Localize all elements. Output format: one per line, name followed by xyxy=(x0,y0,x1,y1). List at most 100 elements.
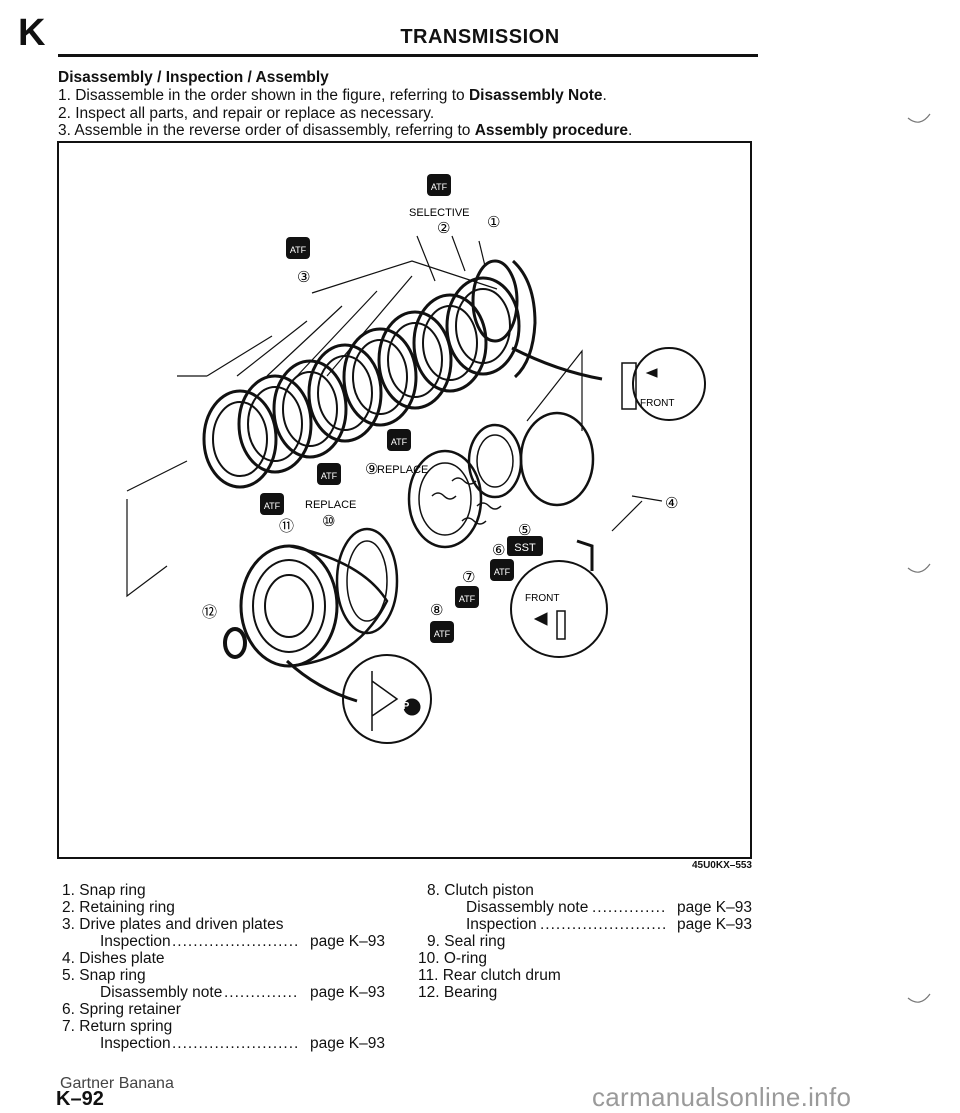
page-number: K–92 xyxy=(56,1088,104,1110)
list-name: Snap ring xyxy=(79,882,146,899)
callout-5: ⑤ xyxy=(518,521,531,539)
list-item: 3. Drive plates and driven plates xyxy=(62,917,283,933)
atf-badge-1-text: ATF xyxy=(431,182,448,192)
list-name: Snap ring xyxy=(79,967,146,984)
atf-badge-8-text: ATF xyxy=(434,629,451,639)
list-num: 1. xyxy=(62,882,75,899)
figure-frame xyxy=(57,141,752,859)
list-sub-item: Inspection xyxy=(100,1035,171,1052)
list-name: Rear clutch drum xyxy=(442,967,561,984)
figure-code: 45U0KX–553 xyxy=(691,860,752,871)
list-name: Spring retainer xyxy=(79,1001,181,1018)
list-item: 10. O-ring xyxy=(418,951,487,967)
list-name: Drive plates and driven plates xyxy=(79,916,284,933)
section-letter: K xyxy=(18,12,46,54)
step-1-text: 1. Disassemble in the order shown in the… xyxy=(58,87,469,104)
list-name: O-ring xyxy=(443,950,487,967)
bearing xyxy=(223,627,247,659)
atf-badge-7-text: ATF xyxy=(459,594,476,604)
list-item: 6. Spring retainer xyxy=(62,1002,181,1018)
disassembly-note-ref: Disassembly Note xyxy=(468,87,603,104)
list-name: Return spring xyxy=(79,1018,173,1035)
page-ref: page K–93 xyxy=(310,1035,385,1052)
margin-mark xyxy=(907,993,931,1003)
callout-3: ③ xyxy=(297,268,310,286)
callout-6: ⑥ xyxy=(492,541,505,559)
callout-11: ⑪ xyxy=(279,517,294,535)
atf-badges xyxy=(260,174,543,643)
callout-2: ② xyxy=(437,219,450,237)
step-1-end: . xyxy=(602,87,607,104)
instruction-step-2: 2. Inspect all parts, and repair or repl… xyxy=(58,105,435,122)
list-sub-item: Disassembly note xyxy=(466,899,589,916)
list-item: 11. Rear clutch drum xyxy=(418,968,561,984)
list-num: 4. xyxy=(62,950,75,967)
list-item: 9. Seal ring xyxy=(427,934,505,950)
spring-retainer-group xyxy=(407,349,663,549)
replace-label-10: REPLACE xyxy=(305,499,356,511)
rear-clutch-drum xyxy=(239,527,399,668)
callout-8: ⑧ xyxy=(430,601,443,619)
page-ref: page K–93 xyxy=(310,984,385,1001)
clutch-plates-stack xyxy=(126,235,537,598)
atf-badge-4-text: ATF xyxy=(321,471,338,481)
front-label-top: FRONT xyxy=(640,398,674,409)
callout-4: ④ xyxy=(665,494,678,512)
list-name: Seal ring xyxy=(444,933,506,950)
list-num: 2. xyxy=(62,899,75,916)
site-watermark: carmanualsonline.info xyxy=(592,1082,852,1112)
list-num: 3. xyxy=(62,916,75,933)
atf-badge-3-text: ATF xyxy=(391,437,408,447)
exploded-view-diagram: ATF ATF ATF ATF ATF ATF ATF ATF SST SELE… xyxy=(126,174,706,744)
detail-view-pressure xyxy=(285,654,432,744)
sst-badge-text: SST xyxy=(514,542,536,554)
list-num: 7. xyxy=(62,1018,75,1035)
scan-watermark: Gartner Banana xyxy=(60,1075,174,1092)
list-name: Clutch piston xyxy=(444,882,534,899)
header-rule xyxy=(58,54,758,57)
leader-dots: ........................................… xyxy=(172,934,298,950)
page-ref: page K–93 xyxy=(310,933,385,950)
callout-12: ⑫ xyxy=(202,603,217,621)
page-ref: page K–93 xyxy=(677,899,752,916)
front-label-bottom: FRONT xyxy=(525,593,559,604)
list-item: 1. Snap ring xyxy=(62,883,146,899)
list-name: Dishes plate xyxy=(79,950,165,967)
list-sub-item: Disassembly note xyxy=(100,984,223,1001)
atf-badge-5-text: ATF xyxy=(264,501,281,511)
atf-badge-2-text: ATF xyxy=(290,245,307,255)
list-num: 10. xyxy=(418,950,440,967)
instruction-step-3: 3. Assemble in the reverse order of disa… xyxy=(58,122,632,140)
detail-view-front xyxy=(511,346,706,421)
list-item: 5. Snap ring xyxy=(62,968,146,984)
list-item: 8. Clutch piston xyxy=(427,883,534,899)
step-3-text: 3. Assemble in the reverse order of disa… xyxy=(58,122,475,139)
callout-7: ⑦ xyxy=(462,568,475,586)
detail-view-sst xyxy=(510,539,608,658)
step-3-end: . xyxy=(628,122,633,139)
list-num: 8. xyxy=(427,882,440,899)
instruction-step-1: 1. Disassemble in the order shown in the… xyxy=(58,87,607,105)
list-num: 11. xyxy=(418,967,439,984)
section-heading: Disassembly / Inspection / Assembly xyxy=(58,69,329,86)
list-item: 12. Bearing xyxy=(418,985,497,1001)
list-num: 12. xyxy=(418,984,440,1001)
assembly-procedure-ref: Assembly procedure xyxy=(474,122,629,139)
list-item: 2. Retaining ring xyxy=(62,900,175,916)
leader-dots: .............................. xyxy=(592,900,666,916)
callout-10: ⑩ xyxy=(322,512,335,530)
list-num: 9. xyxy=(427,933,440,950)
margin-mark xyxy=(907,113,931,123)
replace-label-9: REPLACE xyxy=(377,464,428,476)
page-title: TRANSMISSION xyxy=(400,26,560,48)
list-num: 5. xyxy=(62,967,75,984)
list-sub-item: Inspection xyxy=(466,916,537,933)
selective-label: SELECTIVE xyxy=(409,207,470,219)
callout-1: ① xyxy=(487,213,500,231)
leader-dots: ........................................… xyxy=(540,917,666,933)
list-item: 7. Return spring xyxy=(62,1019,172,1035)
p-icon-letter: P xyxy=(403,701,410,712)
page-ref: page K–93 xyxy=(677,916,752,933)
list-name: Bearing xyxy=(443,984,498,1001)
leader-dots: ........................................… xyxy=(172,1036,298,1052)
